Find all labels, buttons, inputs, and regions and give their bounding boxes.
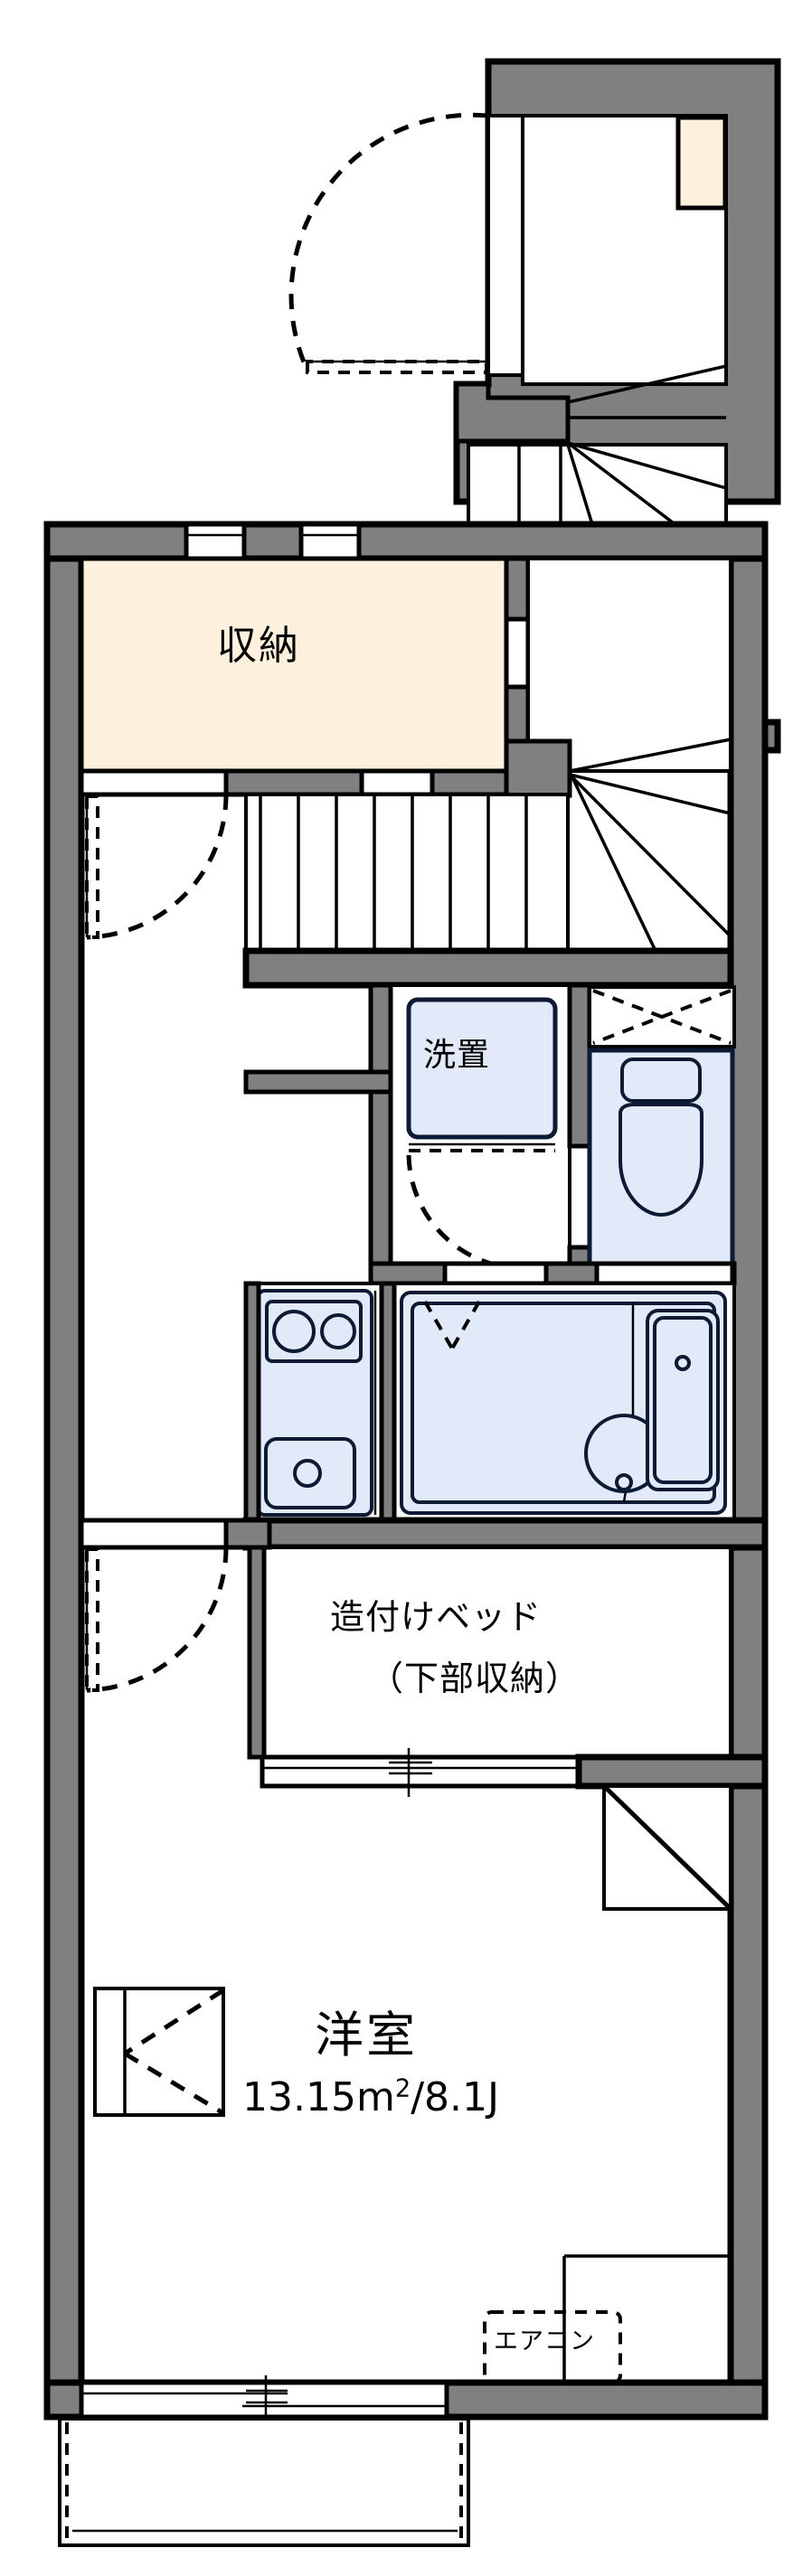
area-unit-exponent: 2 [394, 2074, 411, 2103]
main-room-area-label: 13.15m2/8.1J [242, 2075, 499, 2120]
aircon-label: エアコン [494, 2327, 595, 2355]
area-metric-value: 13.15 [242, 2074, 356, 2120]
area-jo-value: 8.1 [424, 2074, 488, 2120]
entrance-door-swing-icon [288, 112, 489, 374]
interior-stair [242, 557, 734, 989]
washroom-toilet-block [243, 982, 737, 1286]
two-burner-stove-icon [265, 1300, 363, 1363]
room-door-swing-icon [79, 1518, 272, 1693]
laundry-label: 洗置 [423, 1037, 491, 1074]
bathtub-icon [646, 1309, 720, 1491]
bathroom [242, 1281, 769, 1551]
builtin-bed-label-line2: （下部収納） [369, 1659, 581, 1698]
main-room [93, 1987, 731, 2384]
toilet-icon [618, 1058, 703, 1217]
storage-room [79, 556, 531, 797]
corner-closet [602, 1784, 732, 1911]
washbasin-icon [584, 1414, 664, 1493]
area-separator: / [411, 2074, 425, 2120]
main-room-label: 洋室 [315, 2007, 418, 2064]
area-jo-unit: J [487, 2074, 499, 2120]
casement-window-icon [93, 1987, 225, 2117]
balcony [58, 2375, 470, 2547]
storage-label: 収納 [217, 623, 300, 669]
area-unit: m [355, 2074, 395, 2120]
hall-door-swing-icon [79, 768, 229, 940]
kitchen [243, 1281, 392, 1523]
kitchen-sink-icon [264, 1437, 356, 1509]
builtin-bed-area [247, 1545, 769, 1797]
aircon-marker [483, 2254, 731, 2384]
builtin-bed-label-line1: 造付けベッド [330, 1597, 543, 1637]
